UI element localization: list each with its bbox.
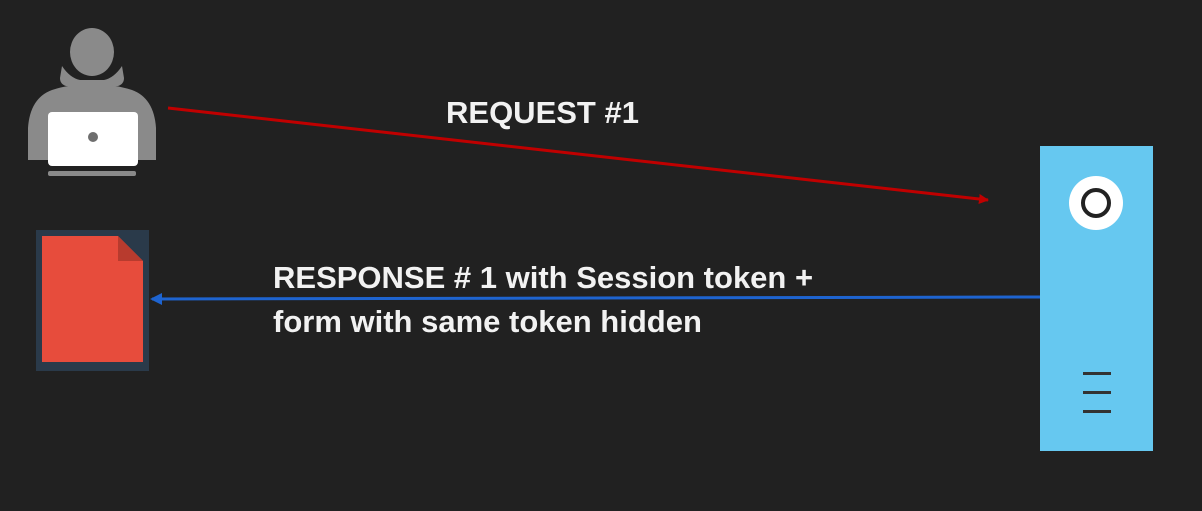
vent-slots-icon — [1083, 372, 1111, 413]
power-button-icon — [1069, 176, 1123, 230]
user-at-laptop-icon — [28, 28, 156, 176]
request-label: REQUEST #1 — [446, 95, 639, 130]
response-label-line2: form with same token hidden — [273, 304, 702, 339]
response-arrow — [150, 292, 1041, 305]
request-arrow — [167, 106, 989, 204]
response-label-line1: RESPONSE # 1 with Session token + — [273, 260, 814, 295]
server-tower-icon — [1040, 146, 1153, 451]
document-file-icon — [36, 230, 149, 371]
